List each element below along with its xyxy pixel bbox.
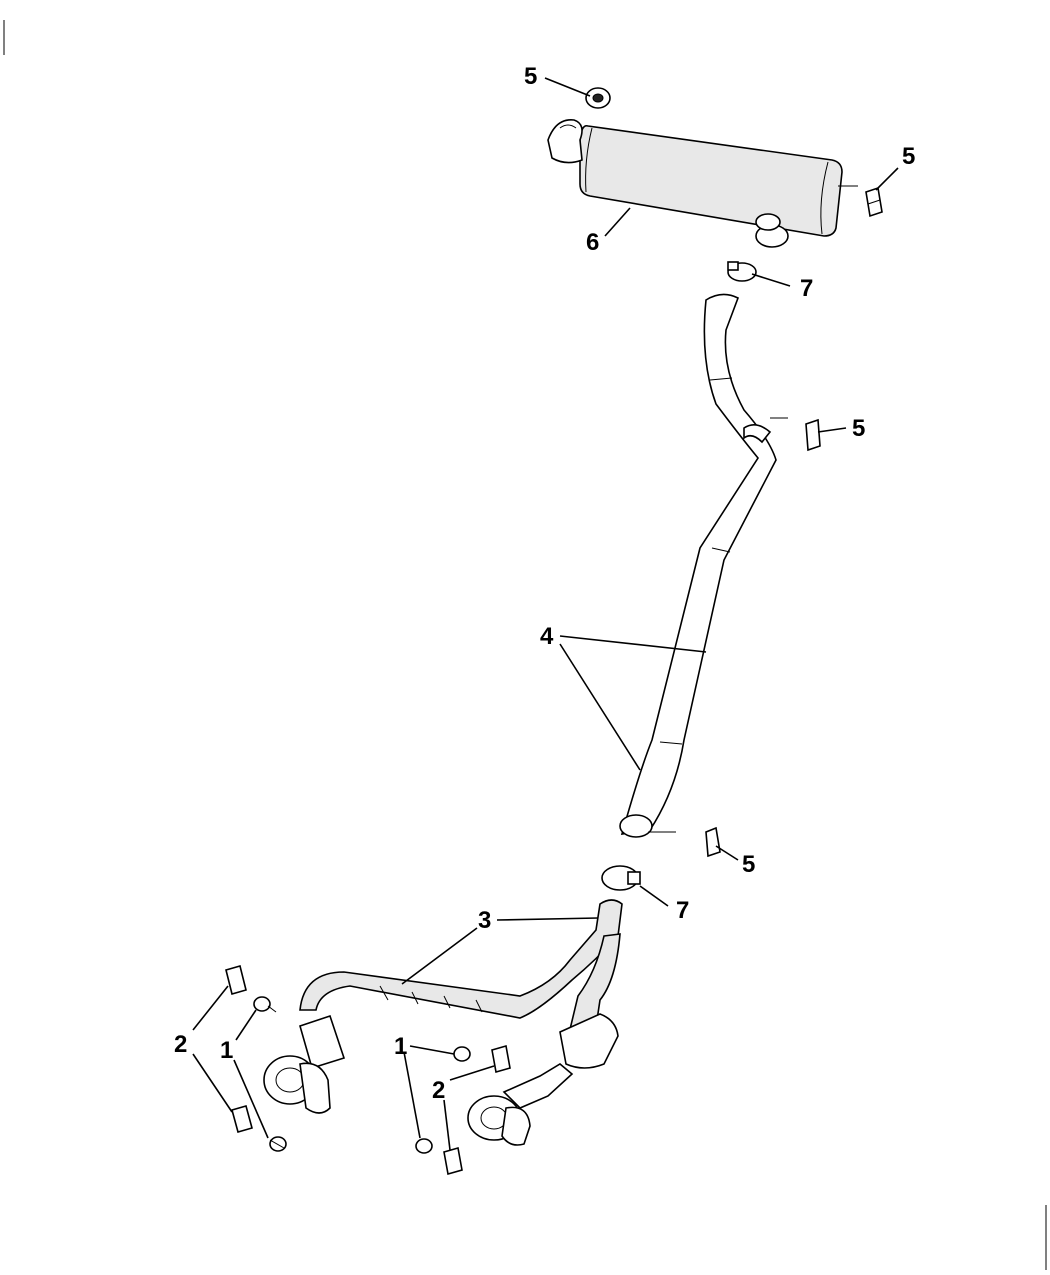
- leader-2b-right: [443, 1099, 451, 1151]
- nut-right-lower: [443, 1146, 463, 1176]
- callout-5-mid: 5: [852, 415, 865, 442]
- hanger-isolator-top: [585, 87, 611, 109]
- callout-1-right: 1: [394, 1033, 407, 1060]
- clamp-lower: [601, 865, 641, 891]
- clamp-upper: [727, 261, 757, 282]
- leader-4a: [559, 635, 707, 653]
- leader-6: [604, 207, 631, 237]
- callout-4: 4: [540, 623, 554, 650]
- leader-7-lower: [639, 885, 669, 907]
- leader-1b-left: [233, 1059, 269, 1139]
- leader-1a-right: [409, 1045, 455, 1055]
- y-pipe-converter-assembly: [263, 899, 623, 1146]
- leader-7-upper: [751, 273, 791, 287]
- hanger-bracket-muffler: [865, 186, 883, 218]
- leader-1b-right: [403, 1051, 421, 1139]
- leader-5-right: [875, 167, 899, 191]
- leader-2a-left: [192, 985, 229, 1031]
- hanger-bracket-lower: [705, 826, 721, 858]
- leader-1a-left: [235, 1009, 257, 1041]
- nut-left-upper: [225, 965, 247, 995]
- leader-4b: [559, 643, 641, 771]
- callout-6: 6: [586, 229, 599, 256]
- nut-right-upper: [491, 1044, 511, 1074]
- bolt-right-upper: [453, 1046, 471, 1062]
- callout-5-muffler: 5: [902, 143, 915, 170]
- callout-5-lower: 5: [742, 851, 755, 878]
- hanger-bracket-mid: [805, 418, 821, 452]
- leader-3b: [401, 927, 478, 985]
- bolt-left-upper: [253, 996, 277, 1013]
- callout-2-right: 2: [432, 1077, 445, 1104]
- bolt-right-lower: [415, 1138, 433, 1154]
- intermediate-pipe: [619, 293, 788, 838]
- leader-5-lower: [715, 845, 739, 861]
- leader-5-top: [544, 77, 591, 97]
- callout-5-top: 5: [524, 63, 537, 90]
- nut-left-lower: [231, 1105, 253, 1133]
- bolt-left-lower: [269, 1136, 287, 1152]
- leader-3a: [496, 917, 599, 921]
- leader-5-mid: [817, 427, 847, 433]
- muffler: [547, 119, 858, 248]
- callout-7-upper: 7: [800, 275, 813, 302]
- leader-2a-right: [449, 1065, 495, 1081]
- callout-1-left: 1: [220, 1037, 233, 1064]
- leader-2b-left: [192, 1053, 233, 1113]
- callout-7-lower: 7: [676, 897, 689, 924]
- callout-2-left: 2: [174, 1031, 187, 1058]
- callout-3: 3: [478, 907, 491, 934]
